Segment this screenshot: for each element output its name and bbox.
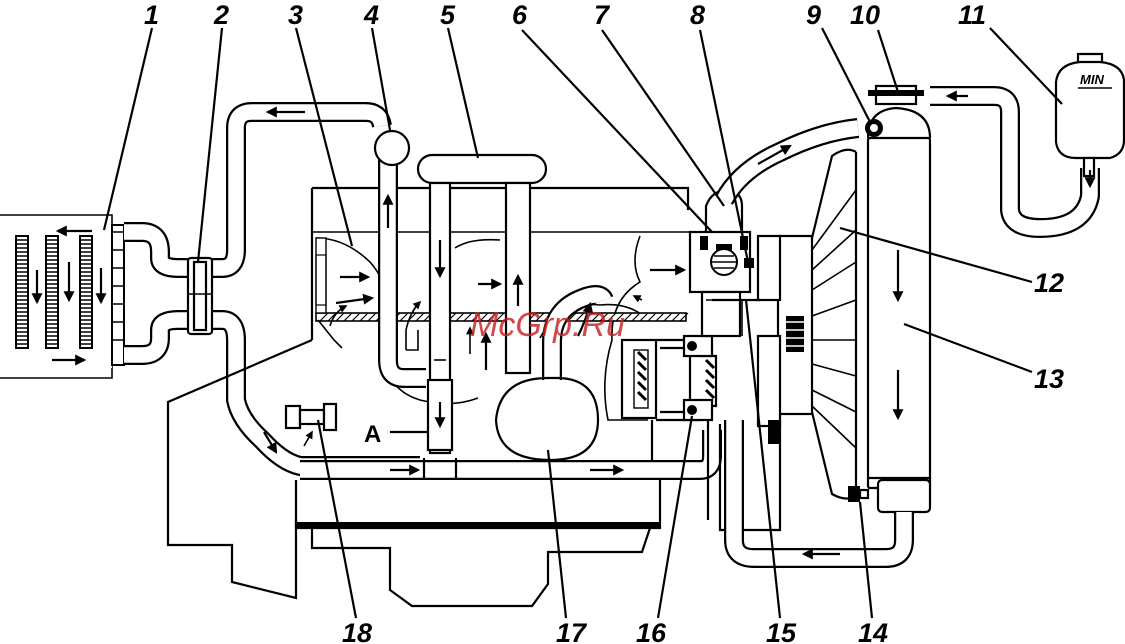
- callout-10: 10: [850, 0, 880, 30]
- callout-3: 3: [288, 0, 303, 30]
- callout-7: 7: [594, 0, 611, 30]
- callout-18: 18: [342, 618, 372, 644]
- callout-5: 5: [440, 0, 456, 30]
- callout-13: 13: [1034, 364, 1064, 394]
- callout-15: 15: [766, 618, 797, 644]
- water-manifold: [418, 155, 546, 453]
- callout-14: 14: [858, 618, 888, 644]
- callout-11: 11: [958, 0, 986, 30]
- water-pump: [622, 336, 716, 420]
- watermark-text: McGrp.Ru: [470, 306, 625, 344]
- lower-coolant-pipe: [264, 430, 712, 480]
- tank-min-mark: MIN: [1080, 72, 1104, 87]
- callout-8: 8: [690, 0, 705, 30]
- callout-12: 12: [1034, 268, 1064, 298]
- radiator: [848, 86, 930, 512]
- drain-cock: [286, 404, 336, 446]
- callout-16: 16: [636, 618, 667, 644]
- callout-17: 17: [556, 618, 588, 644]
- callout-1: 1: [144, 0, 159, 30]
- heater-valve: [188, 258, 212, 334]
- expansion-tank: MIN: [930, 54, 1124, 228]
- upper-radiator-hose: [724, 128, 858, 200]
- callout-2: 2: [213, 0, 229, 30]
- callout-4: 4: [363, 0, 379, 30]
- heater-core: [0, 215, 124, 378]
- callout-6: 6: [512, 0, 528, 30]
- callout-9: 9: [806, 0, 821, 30]
- section-label-a: A: [364, 421, 381, 448]
- thermostat-housing: [690, 190, 754, 336]
